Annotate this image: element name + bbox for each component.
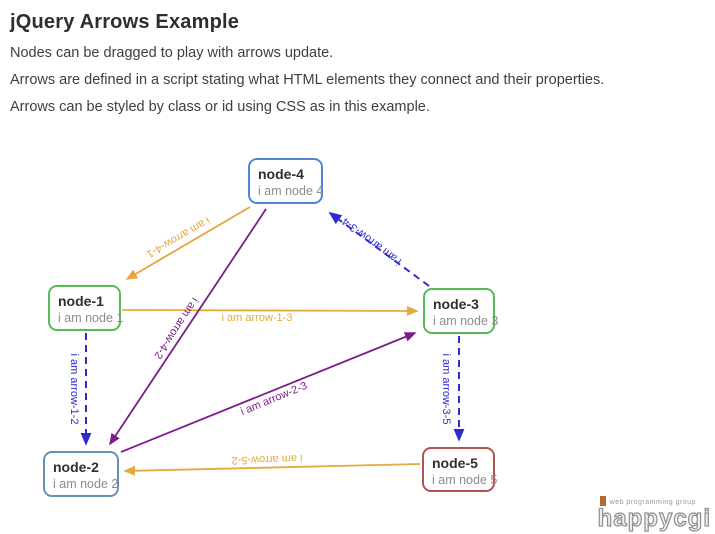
description-line-1: Nodes can be dragged to play with arrows… — [10, 45, 334, 61]
logo-mark-icon — [599, 496, 606, 506]
node-4-subtitle: i am node 4 — [258, 184, 324, 198]
node-5[interactable]: node-5 i am node 5 — [422, 447, 498, 492]
node-3-subtitle: i am node 3 — [433, 314, 499, 328]
arrow-1-3-label: i am arrow-1-3 — [222, 312, 293, 324]
node-1-title: node-1 — [58, 293, 104, 309]
description-line-3: Arrows can be styled by class or id usin… — [10, 99, 430, 115]
description-line-2: Arrows are defined in a script stating w… — [10, 72, 605, 88]
logo-tagline-row: web programming group — [598, 496, 711, 506]
node-1-subtitle: i am node 1 — [58, 311, 124, 325]
node-2-title: node-2 — [53, 459, 99, 475]
node-3[interactable]: node-3 i am node 3 — [423, 288, 499, 334]
arrow-3-4-line — [328, 211, 430, 287]
node-4-title: node-4 — [258, 166, 304, 182]
arrow-4-2-line — [109, 208, 267, 446]
arrow-5-2-label: i am arrow-5-2 — [231, 452, 302, 466]
node-2-subtitle: i am node 2 — [53, 477, 119, 491]
logo-brand: happycgi — [597, 505, 711, 532]
node-4[interactable]: node-4 i am node 4 — [248, 158, 323, 204]
arrow-3-4-label: i am arrow-3-4 — [340, 215, 404, 267]
arrow-5-2-line — [123, 463, 421, 476]
happycgi-logo: web programming group happycgi — [597, 496, 711, 532]
arrow-1-3-line — [121, 306, 419, 316]
arrow-4-1-line — [125, 206, 251, 280]
node-5-title: node-5 — [432, 455, 478, 471]
arrow-2-3-label: i am arrow-2-3 — [239, 380, 309, 418]
arrow-1-2-label: i am arrow-1-2 — [68, 354, 80, 425]
page-title: jQuery Arrows Example — [10, 11, 240, 33]
logo-tagline: web programming group — [609, 499, 697, 506]
node-2[interactable]: node-2 i am node 2 — [43, 451, 119, 497]
arrow-2-3-line — [120, 332, 417, 453]
arrow-4-1-label: i am arrow-4-1 — [144, 214, 211, 260]
node-3-title: node-3 — [433, 296, 479, 312]
node-5-subtitle: i am node 5 — [432, 473, 498, 487]
arrow-4-2-label: i am arrow-4-2 — [152, 295, 201, 361]
arrow-3-5-label: i am arrow-3-5 — [440, 354, 452, 425]
node-1[interactable]: node-1 i am node 1 — [48, 285, 124, 331]
